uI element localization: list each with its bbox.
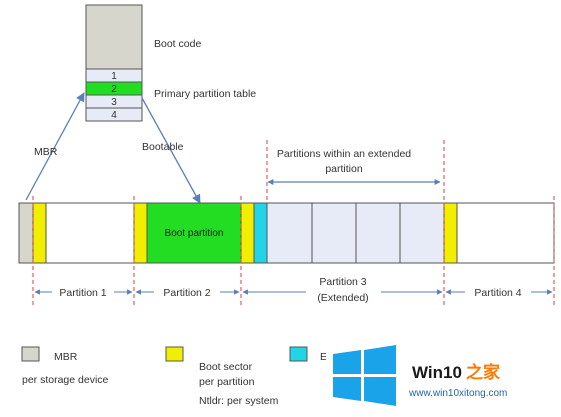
bootable-arrow	[141, 97, 201, 204]
legend-mbr-desc: per storage device	[22, 374, 109, 386]
boot-sector-p1	[32, 202, 47, 264]
boot-sector-p2	[133, 202, 148, 264]
mbr-arrow	[25, 92, 85, 201]
partition-spans: Partition 1 Partition 2 Partition 3 (Ext…	[34, 276, 553, 304]
logical-partition-1	[266, 202, 313, 264]
disk-layout: Boot partition	[18, 202, 555, 264]
pointers: MBR Bootable	[25, 92, 201, 204]
primary-partition-table-label: Primary partition table	[154, 88, 256, 100]
mbr-block	[18, 202, 34, 264]
logical-partition-4	[399, 202, 445, 264]
legend-mbr-title: MBR	[54, 351, 78, 363]
extended-note-line2: partition	[325, 163, 363, 175]
legend-boot-sector-title: Boot sector	[199, 361, 253, 373]
extended-note: Partitions within an extended partition	[267, 148, 441, 185]
partition-4-area	[456, 202, 555, 264]
legend-boot-sector-swatch	[165, 346, 184, 362]
boot-sector-p3	[240, 202, 255, 264]
partition-entry-4-number: 4	[111, 110, 117, 121]
legend: MBR per storage device Boot sector per p…	[21, 346, 327, 407]
extended-note-line1: Partitions within an extended	[277, 148, 411, 160]
boot-sector-p4	[443, 202, 458, 264]
partition-4-label: Partition 4	[474, 287, 521, 299]
mbr-pointer-label: MBR	[34, 146, 58, 158]
partition-entry-2-number: 2	[111, 84, 117, 95]
logical-partition-2	[311, 202, 357, 264]
boot-code-label: Boot code	[154, 38, 201, 50]
partition-entry-3-number: 3	[111, 97, 117, 108]
boot-partition-label: Boot partition	[165, 228, 224, 239]
legend-ebr-swatch	[289, 346, 308, 362]
partition-entry-4	[85, 107, 143, 122]
logical-partition-3	[355, 202, 401, 264]
legend-ebr-title: E	[320, 351, 327, 363]
partition-3-sublabel: (Extended)	[317, 292, 368, 304]
partition-entry-1-number: 1	[111, 71, 117, 82]
watermark-brand-latin: Win10	[412, 363, 462, 382]
mbr-detail: 1 2 3 4 Boot code Primary partition tabl…	[85, 4, 256, 122]
legend-mbr-swatch	[21, 346, 40, 362]
watermark-url: www.win10xitong.com	[408, 388, 507, 399]
partition-boundaries	[32, 140, 555, 306]
boot-code-block	[85, 4, 143, 70]
partition-3-label: Partition 3	[319, 276, 366, 288]
partition-1-label: Partition 1	[59, 287, 106, 299]
legend-boot-sector-desc: per partition	[199, 376, 255, 388]
boot-partition-area	[146, 202, 242, 264]
partition-1-area	[45, 202, 135, 264]
partition-2-label: Partition 2	[163, 287, 210, 299]
watermark-brand-cjk: 之家	[466, 362, 500, 383]
watermark: Win10 之家 www.win10xitong.com	[326, 338, 561, 417]
ebr-block	[253, 202, 268, 264]
windows-logo-icon	[333, 345, 396, 406]
legend-boot-sector-note: Ntldr: per system	[199, 395, 279, 407]
bootable-pointer-label: Bootable	[142, 141, 184, 153]
